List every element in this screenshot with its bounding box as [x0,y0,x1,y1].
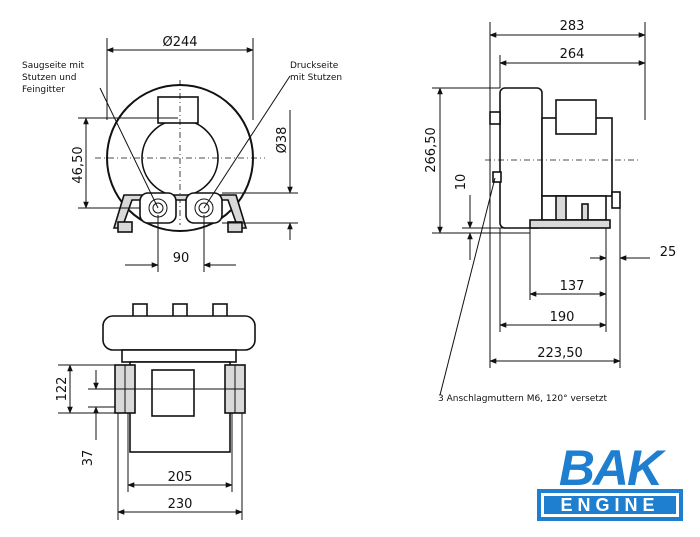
dim-230: 230 [168,497,193,512]
dim-port: Ø38 [275,127,290,154]
dim-10: 10 [454,174,469,191]
housing-side [499,87,543,229]
logo-engine: ENGINE [560,495,659,515]
dim-feet: 90 [173,251,190,266]
housing-top-view [102,315,256,351]
label-suction-1: Saugseite mit [22,61,85,71]
bak-engine-logo: BAK ENGINE [537,440,683,521]
side-view: 283 264 266,50 10 25 137 190 [424,19,676,404]
dim-22350: 223,50 [537,346,583,361]
dim-25: 25 [660,245,677,260]
dim-37: 37 [81,450,96,467]
dim-122: 122 [55,377,70,402]
dim-diameter: Ø244 [162,35,197,50]
dim-205: 205 [168,470,193,485]
note-nuts: 3 Anschlagmuttern M6, 120° versetzt [438,394,607,404]
front-view: Ø244 46,50 Ø38 90 Saugseite mit Stutzen … [22,35,342,272]
top-boss [157,96,199,124]
dim-137: 137 [560,279,585,294]
logo-bak: BAK [559,440,667,496]
dim-26650: 266,50 [424,127,439,173]
label-pressure-2: mit Stutzen [290,73,342,83]
dim-190: 190 [550,310,575,325]
label-pressure-1: Druckseite [290,61,339,71]
label-suction-2: Stutzen und [22,73,76,83]
dim-283: 283 [560,19,585,34]
bottom-view: 122 37 205 230 [55,303,256,520]
dim-height: 46,50 [71,146,86,183]
label-suction-3: Feingitter [22,85,65,95]
dim-264: 264 [560,47,585,62]
